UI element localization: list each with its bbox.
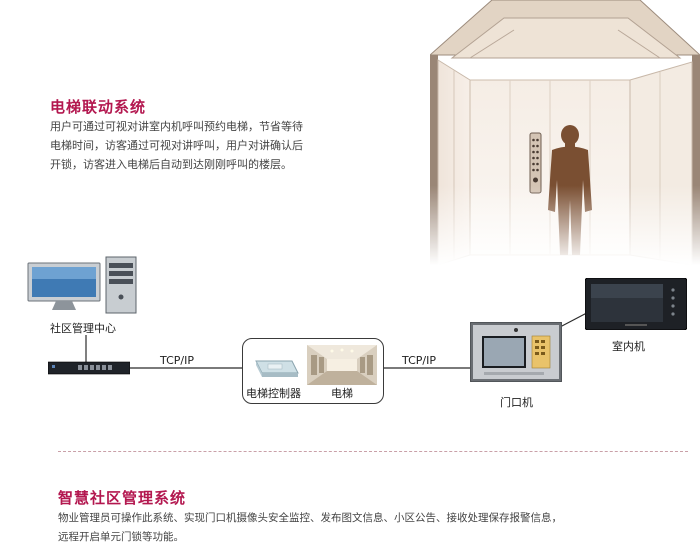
protocol-label-right: TCP/IP	[402, 354, 436, 367]
network-switch-icon	[48, 361, 130, 375]
elevator-controller-icon	[255, 360, 299, 377]
elevator-illustration	[430, 0, 700, 265]
elevator-controller-label: 电梯控制器	[246, 387, 301, 400]
description-line: 远程开启单元门锁等功能。	[58, 531, 184, 543]
protocol-label-left: TCP/IP	[160, 354, 194, 367]
description-line: 开锁，访客进入电梯后自动到达刚刚呼叫的楼层。	[50, 158, 292, 171]
server-tower-icon	[105, 256, 137, 314]
section-divider	[58, 451, 688, 452]
description-line: 物业管理员可操作此系统、实现门口机摄像头安全监控、发布图文信息、小区公告、接收处…	[58, 512, 562, 524]
door-station-label: 门口机	[500, 396, 533, 409]
section-title-community: 智慧社区管理系统	[58, 489, 187, 507]
section-description-community: 物业管理员可操作此系统、实现门口机摄像头安全监控、发布图文信息、小区公告、接收处…	[58, 509, 688, 547]
elevator-hall-photo	[307, 345, 377, 385]
indoor-unit-icon	[585, 278, 687, 330]
indoor-unit-label: 室内机	[612, 340, 645, 353]
computer-icon	[27, 256, 137, 314]
description-line: 电梯时间，访客通过可视对讲呼叫，用户对讲确认后	[50, 139, 303, 152]
section-title-elevator: 电梯联动系统	[50, 98, 147, 116]
door-station-icon	[470, 322, 562, 382]
management-center-label: 社区管理中心	[50, 322, 116, 335]
section-description-elevator: 用户可通过可视对讲室内机呼叫预约电梯，节省等待 电梯时间，访客通过可视对讲呼叫，…	[50, 117, 350, 174]
description-line: 用户可通过可视对讲室内机呼叫预约电梯，节省等待	[50, 120, 303, 133]
elevator-label: 电梯	[331, 387, 353, 400]
